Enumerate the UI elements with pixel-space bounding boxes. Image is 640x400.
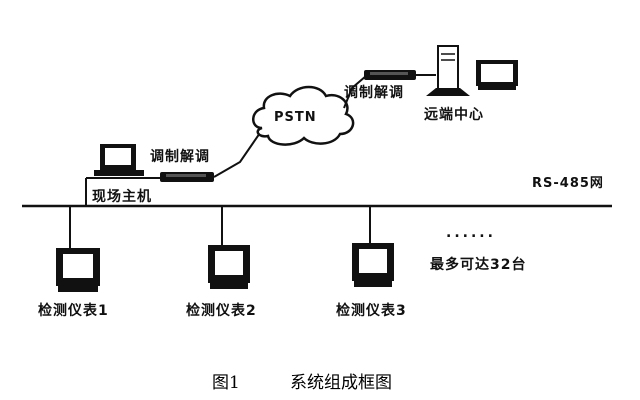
label-pstn: PSTN xyxy=(274,110,317,125)
host-terminal-icon xyxy=(94,144,144,176)
label-meter3: 检测仪表3 xyxy=(336,303,407,319)
remote-monitor-icon xyxy=(476,60,518,90)
right-modem-icon xyxy=(364,70,416,80)
label-max-units: 最多可达32台 xyxy=(430,257,527,273)
pstn-right-link xyxy=(343,75,367,109)
figure-title: 系统组成框图 xyxy=(290,373,392,393)
meter2-monitor-icon xyxy=(208,245,250,289)
pstn-cloud-icon xyxy=(252,85,355,146)
figure-number: 图1 xyxy=(212,373,240,393)
label-remote-center: 远端中心 xyxy=(424,107,484,123)
meter1-monitor-icon xyxy=(56,248,100,292)
label-rs485: RS-485网 xyxy=(532,176,604,191)
label-modem-left: 调制解调 xyxy=(150,149,210,165)
label-meter2: 检测仪表2 xyxy=(186,303,257,319)
remote-server-icon xyxy=(426,45,470,96)
pstn-left-link xyxy=(213,129,263,178)
label-host: 现场主机 xyxy=(92,189,152,205)
left-modem-icon xyxy=(160,172,214,182)
label-modem-right: 调制解调 xyxy=(344,85,404,101)
label-dots: ...... xyxy=(446,225,496,241)
meter3-monitor-icon xyxy=(352,243,394,287)
label-meter1: 检测仪表1 xyxy=(38,303,109,319)
